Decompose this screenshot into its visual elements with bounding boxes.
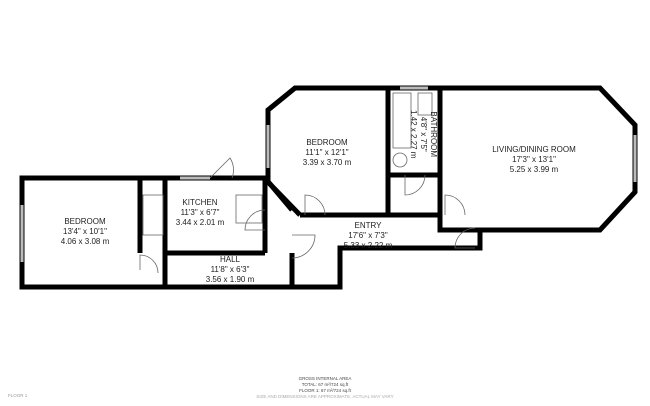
room-label-bedroom-2: BEDROOM 11'1" x 12'1" 3.39 x 3.70 m [303,138,351,168]
door-swing [304,194,326,216]
room-dimensions-imperial: 4'8" x 7'5" [419,116,428,152]
door-swing [139,254,159,274]
door-swing [244,209,266,231]
room-dimensions-metric: 1.42 x 2.27 m [409,110,418,159]
entry-lower-walls [289,230,483,290]
room-dimensions-imperial: 11'1" x 12'1" [305,148,349,157]
living-walls [437,85,638,233]
kitchen-counter [142,194,164,236]
room-dimensions-metric: 3.39 x 3.70 m [302,158,352,167]
door-swing [404,174,426,196]
room-name: BATHROOM [429,111,438,158]
kitchen-counter [235,194,263,224]
door-swing [454,227,476,249]
door-swing [444,194,466,216]
room-name: ENTRY [354,221,382,230]
room-dimensions-metric: 4.06 x 3.08 m [60,237,110,246]
area-summary: GROSS INTERNAL AREA TOTAL: 67 m²/724 sq.… [256,376,393,400]
toilet [417,92,433,116]
door-swing [291,234,316,259]
room-dimensions-metric: 5.33 x 2.22 m [343,241,393,250]
room-label-living-dining: LIVING/DINING ROOM 17'3" x 13'1" 5.25 x … [492,145,576,175]
area-floor: FLOOR 1: 67 m²/724 sq.ft [299,388,351,393]
room-label-kitchen: KITCHEN 11'3" x 6'7" 3.44 x 2.01 m [176,198,224,228]
room-dimensions-imperial: 13'4" x 10'1" [63,227,107,236]
area-title: GROSS INTERNAL AREA [298,376,352,381]
sink [392,152,408,168]
room-label-hall: HALL 11'8" x 6'3" 3.56 x 1.90 m [206,255,254,285]
room-name: HALL [219,255,241,264]
room-dimensions-metric: 3.56 x 1.90 m [205,275,255,284]
room-name: BEDROOM [306,138,348,147]
area-total: TOTAL: 67 m²/724 sq.ft [301,382,349,387]
room-name: LIVING/DINING ROOM [492,145,576,154]
room-dimensions-imperial: 11'3" x 6'7" [180,208,220,217]
room-dimensions-imperial: 17'6" x 7'3" [348,231,388,240]
room-dimensions-imperial: 17'3" x 13'1" [512,155,556,164]
room-dimensions-metric: 5.25 x 3.99 m [509,165,559,174]
room-label-entry: ENTRY 17'6" x 7'3" 5.33 x 2.22 m [344,221,392,251]
room-label-bathroom: BATHROOM 4'8" x 7'5" 1.42 x 2.27 m [408,110,438,158]
bathtub [392,92,412,149]
room-label-bedroom-1: BEDROOM 13'4" x 10'1" 4.06 x 3.08 m [61,217,109,247]
room-dimensions-metric: 3.44 x 2.01 m [175,218,225,227]
floor-label: FLOOR 1 [8,393,28,398]
room-name: BEDROOM [64,217,106,226]
door-swing [209,157,234,179]
room-dimensions-imperial: 11'8" x 6'3" [210,265,250,274]
disclaimer: SIZE AND DIMENSIONS ARE APPROXIMATE, ACT… [256,394,394,399]
room-name: KITCHEN [182,198,218,207]
